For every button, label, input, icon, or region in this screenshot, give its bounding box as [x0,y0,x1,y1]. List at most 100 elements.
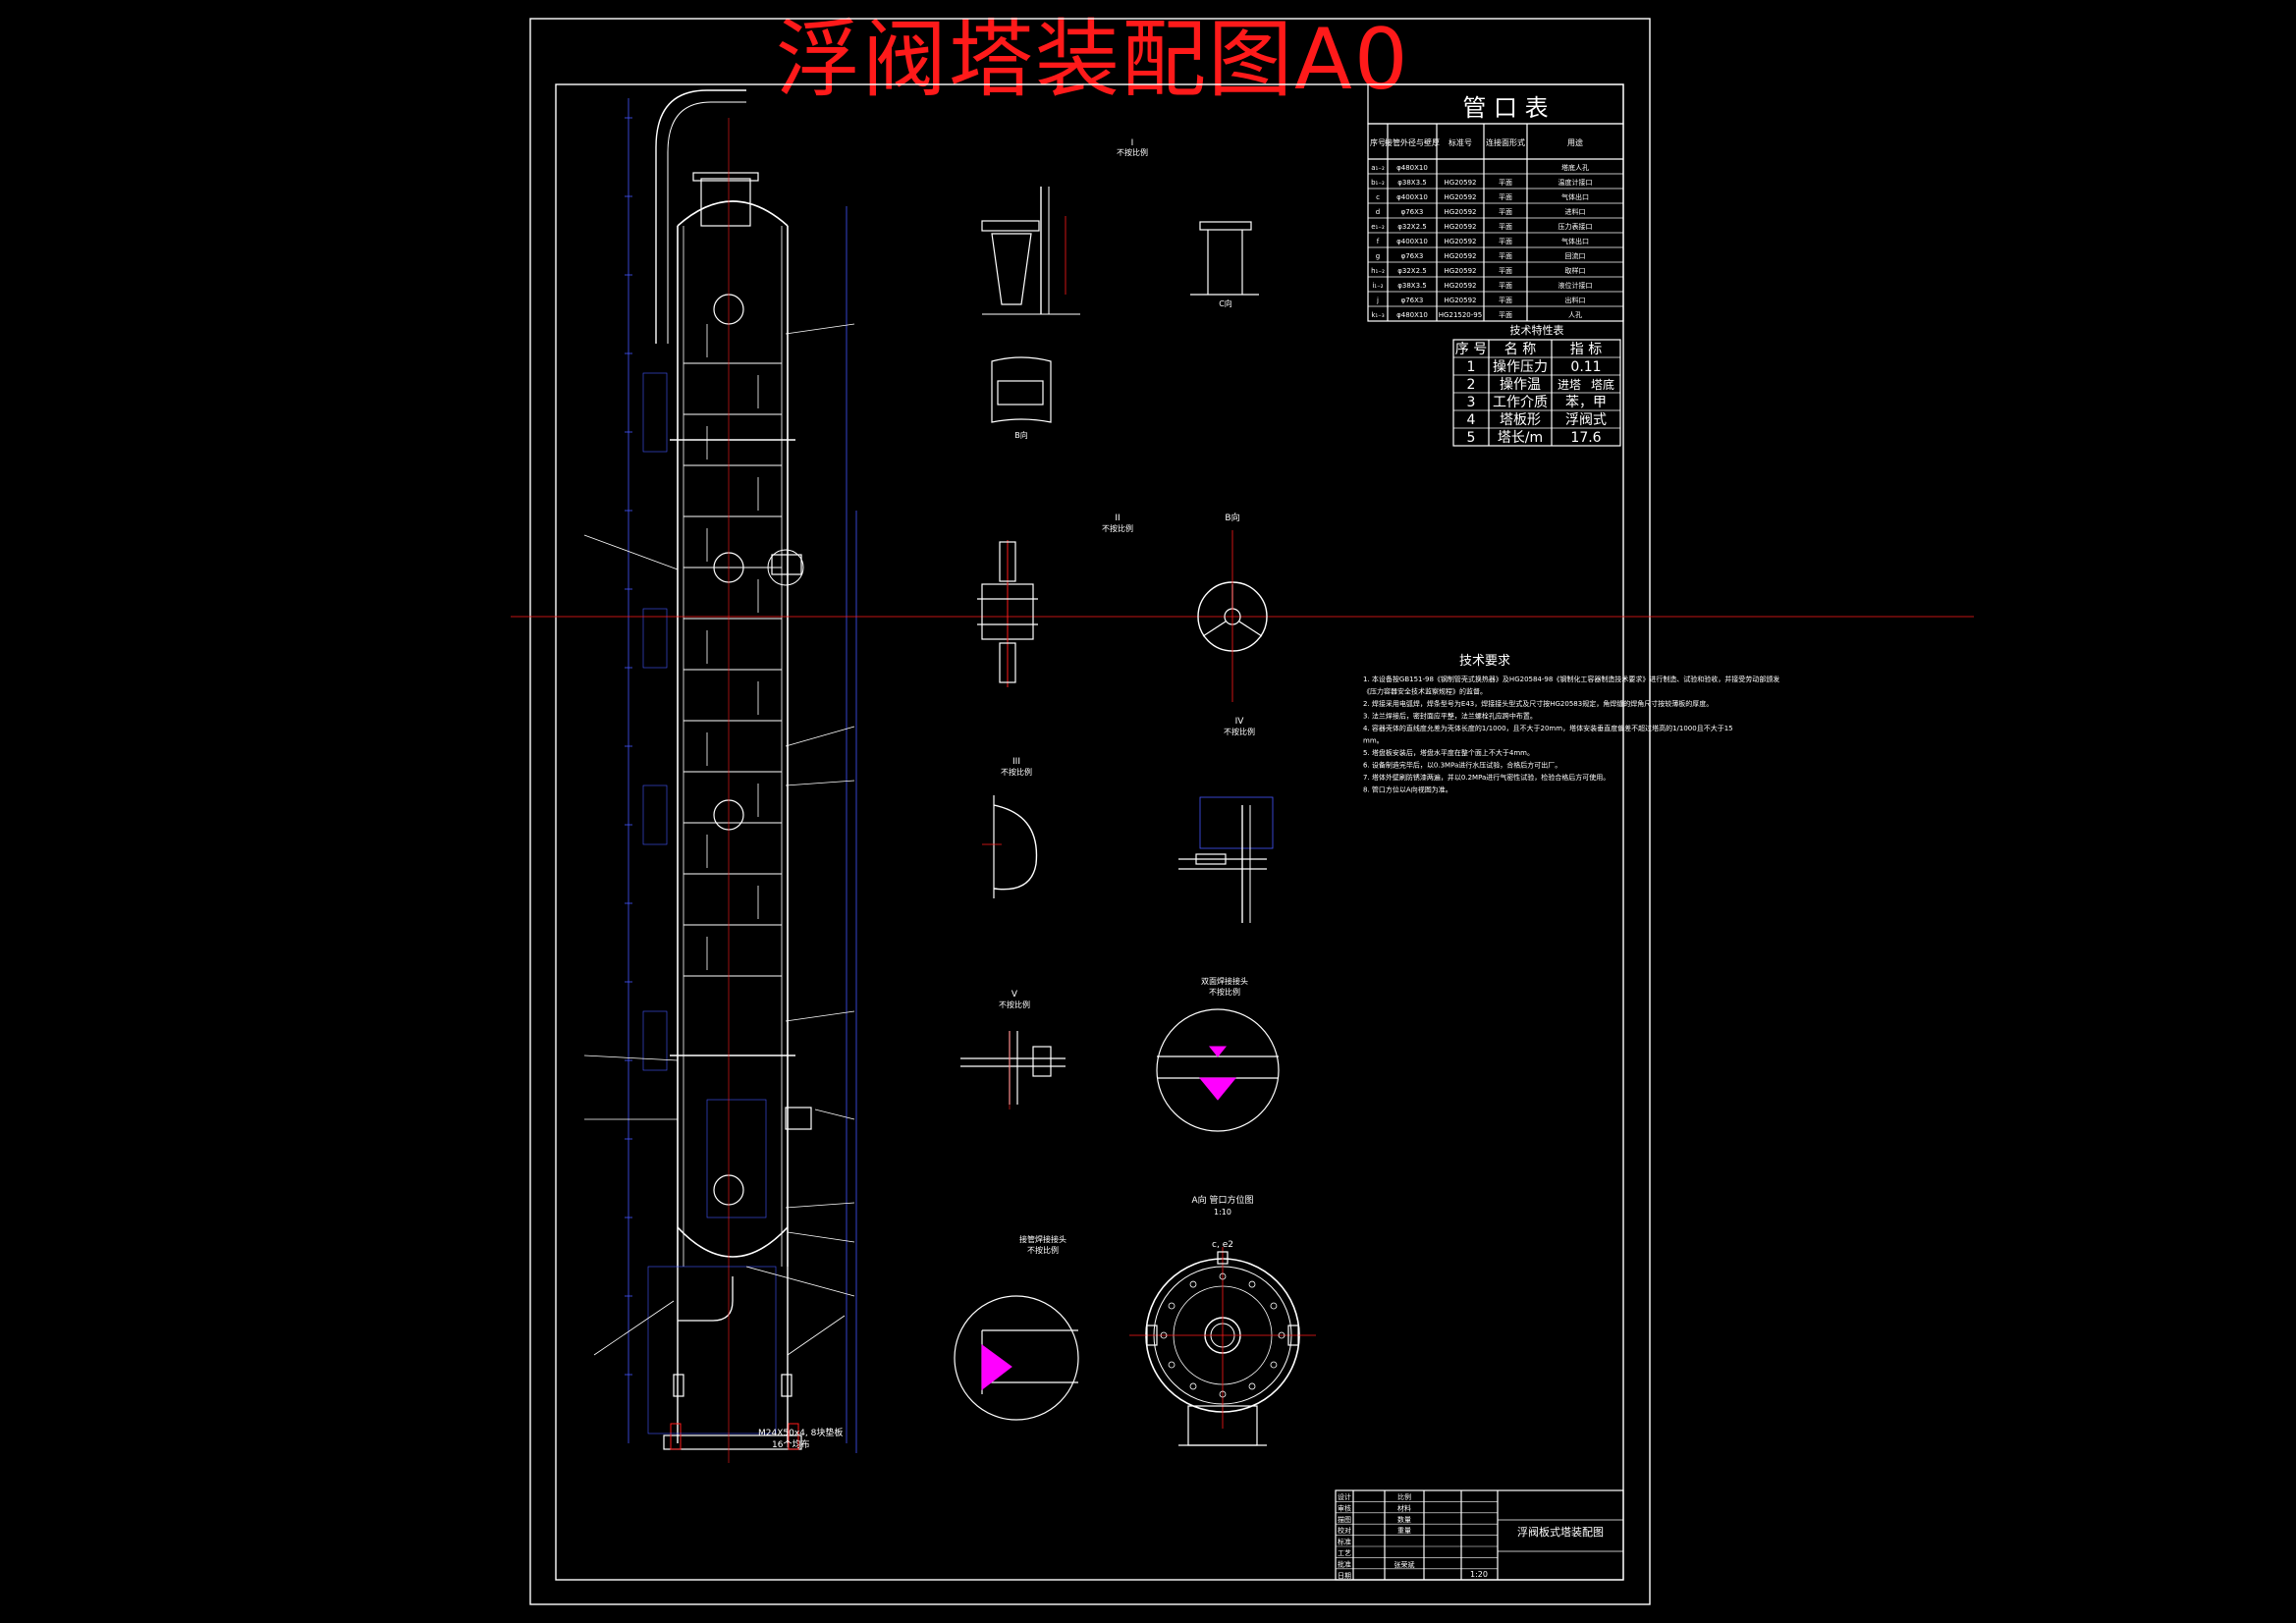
view-a-bolt-hole [1270,1361,1278,1369]
nozzle-table-cell: φ76X3 [1401,252,1424,260]
side-nozzle [771,554,802,575]
tech-table-header: 序 号 [1455,342,1487,357]
nozzle-table-cell: 气体出口 [1561,237,1589,245]
detail-c-label: C向 [1219,298,1232,308]
view-a-bolt-hole [1168,1302,1175,1310]
title-block-label: 工艺 [1338,1549,1351,1557]
title-block-label: 设计 [1338,1492,1351,1501]
nozzle-table-cell: φ480X10 [1396,164,1428,172]
tech-table-cell: 17.6 [1570,430,1601,446]
tech-table-cell: 1 [1467,359,1476,375]
nozzle-table-cell: φ38X3.5 [1397,179,1426,187]
view-a-bolt-hole [1189,1280,1197,1288]
detail-2-note: 不按比例 [1102,523,1133,533]
leader-line [785,780,855,786]
nozzle-table-cell: 平面 [1499,179,1512,187]
nozzle-table-cell: j [1376,297,1379,304]
title-block-label: 描图 [1338,1515,1351,1524]
tech-table-cell: 塔底 [1591,377,1614,392]
leader-line [745,1266,855,1297]
view-a-bolt-hole [1219,1390,1227,1398]
reflux-pipe [655,89,746,344]
title-block-label: 审核 [1338,1503,1351,1512]
reflux-pipe-inner [667,101,746,344]
weld-1-note: 不按比例 [1209,987,1240,997]
tech-table-cell: 工作介质 [1493,395,1548,410]
title-block-label: 校对 [1338,1526,1351,1535]
requirements-line: 《压力容器安全技术监察规程》的监督。 [1363,687,1487,696]
anchor-right [788,1423,799,1450]
view-a-bolt-hole [1248,1280,1256,1288]
requirements-line: 6. 设备制造完毕后，以0.3MPa进行水压试验，合格后方可出厂。 [1363,761,1561,770]
nozzle-table-cell: 平面 [1499,223,1512,231]
requirements-title: 技术要求 [1459,654,1510,669]
nozzle-table-header: 连接面形式 [1486,137,1525,147]
nozzle-table-cell: 人孔 [1568,311,1582,319]
nozzle-table-cell: 回流口 [1565,251,1586,260]
nozzle-table-cell: HG20592 [1445,238,1477,245]
tech-table-cell: 浮阀式 [1565,412,1607,428]
tech-table-cell: 操作压力 [1493,359,1548,375]
view-a-scale: 1:10 [1214,1208,1231,1217]
nozzle-table-cell: φ400X10 [1396,238,1428,245]
nozzle-table-cell: φ400X10 [1396,193,1428,201]
detail-3-label: III [1012,757,1020,767]
nozzle-table-cell: 平面 [1499,238,1512,245]
title-block-drawing-name: 浮阀板式塔装配图 [1517,1525,1604,1539]
detail-c-flange [1199,221,1252,231]
detail-4-note: 不按比例 [1224,727,1255,736]
dim-box [642,608,668,669]
view-a-bolt-hole [1278,1331,1285,1339]
detail-5-note: 不按比例 [999,1000,1030,1009]
column-top-head [677,200,789,227]
view-a-bolt-hole [1189,1382,1197,1390]
nozzle-table-title: 管 口 表 [1462,94,1548,122]
nozzle-table-cell: 平面 [1499,311,1512,319]
tech-table-cell: 塔长/m [1498,430,1543,446]
leader-line [583,534,679,570]
view-a-label: A向 管口方位图 [1191,1194,1253,1206]
title-block-designer: 张荣斌 [1394,1560,1415,1569]
outer-frame [529,18,1651,1605]
detail-b2-label: B向 [1225,512,1239,523]
detail-4-box [1199,796,1274,849]
requirements-line: mm。 [1363,737,1384,745]
nozzle-table-cell: h₁₋₂ [1371,267,1385,275]
weld-1-label: 双面焊接接头 [1201,976,1248,986]
nozzle-table-cell: g [1376,252,1380,260]
nozzle-table-cell: 平面 [1499,252,1512,260]
requirements-line: 3. 法兰焊接后，密封面应平整，法兰螺栓孔应跨中布置。 [1363,712,1537,721]
nozzle-table-cell: 平面 [1499,193,1512,201]
nozzle-table-cell: a₁₋₂ [1371,164,1385,172]
nozzle-table-cell: 出料口 [1565,296,1586,304]
view-a-nozzle-right [1287,1325,1299,1346]
column-bottom-head [677,1226,789,1258]
tech-table-title: 技术特性表 [1510,323,1564,337]
bolt-note: M24X50x4, 8块垫板 [758,1427,843,1438]
dim-box [642,1010,668,1071]
nozzle-table-cell: φ32X2.5 [1397,267,1426,275]
top-nozzle-flange [692,172,759,182]
view-a-nozzle-top [1217,1251,1229,1265]
nozzle-table-cell: 平面 [1499,208,1512,216]
detail-2-stem-bottom [999,642,1016,683]
wheel-spoke [1238,621,1263,637]
detail-1-label: I [1131,138,1134,148]
nozzle-table-header: 标准号 [1449,137,1472,147]
dim-box [706,1099,767,1218]
nozzle-table-cell: HG20592 [1445,179,1477,187]
weld-1-fill-2 [1208,1046,1228,1057]
tech-table-cell: 4 [1467,412,1476,428]
nozzle-table-cell: HG20592 [1445,282,1477,290]
tech-table-header: 指 标 [1570,342,1602,357]
nozzle-table-cell: 平面 [1499,282,1512,290]
nozzle-table-cell: 温度计接口 [1558,178,1593,187]
nozzle-table-cell: HG20592 [1445,252,1477,260]
view-a-bolt-hole [1270,1302,1278,1310]
requirements-line: 5. 塔盘板安装后，塔盘水平度在整个面上不大于4mm。 [1363,748,1534,757]
detail-2-label: II [1115,514,1120,523]
nozzle-table-cell: HG20592 [1445,223,1477,231]
detail-2-stem-top [999,541,1016,582]
